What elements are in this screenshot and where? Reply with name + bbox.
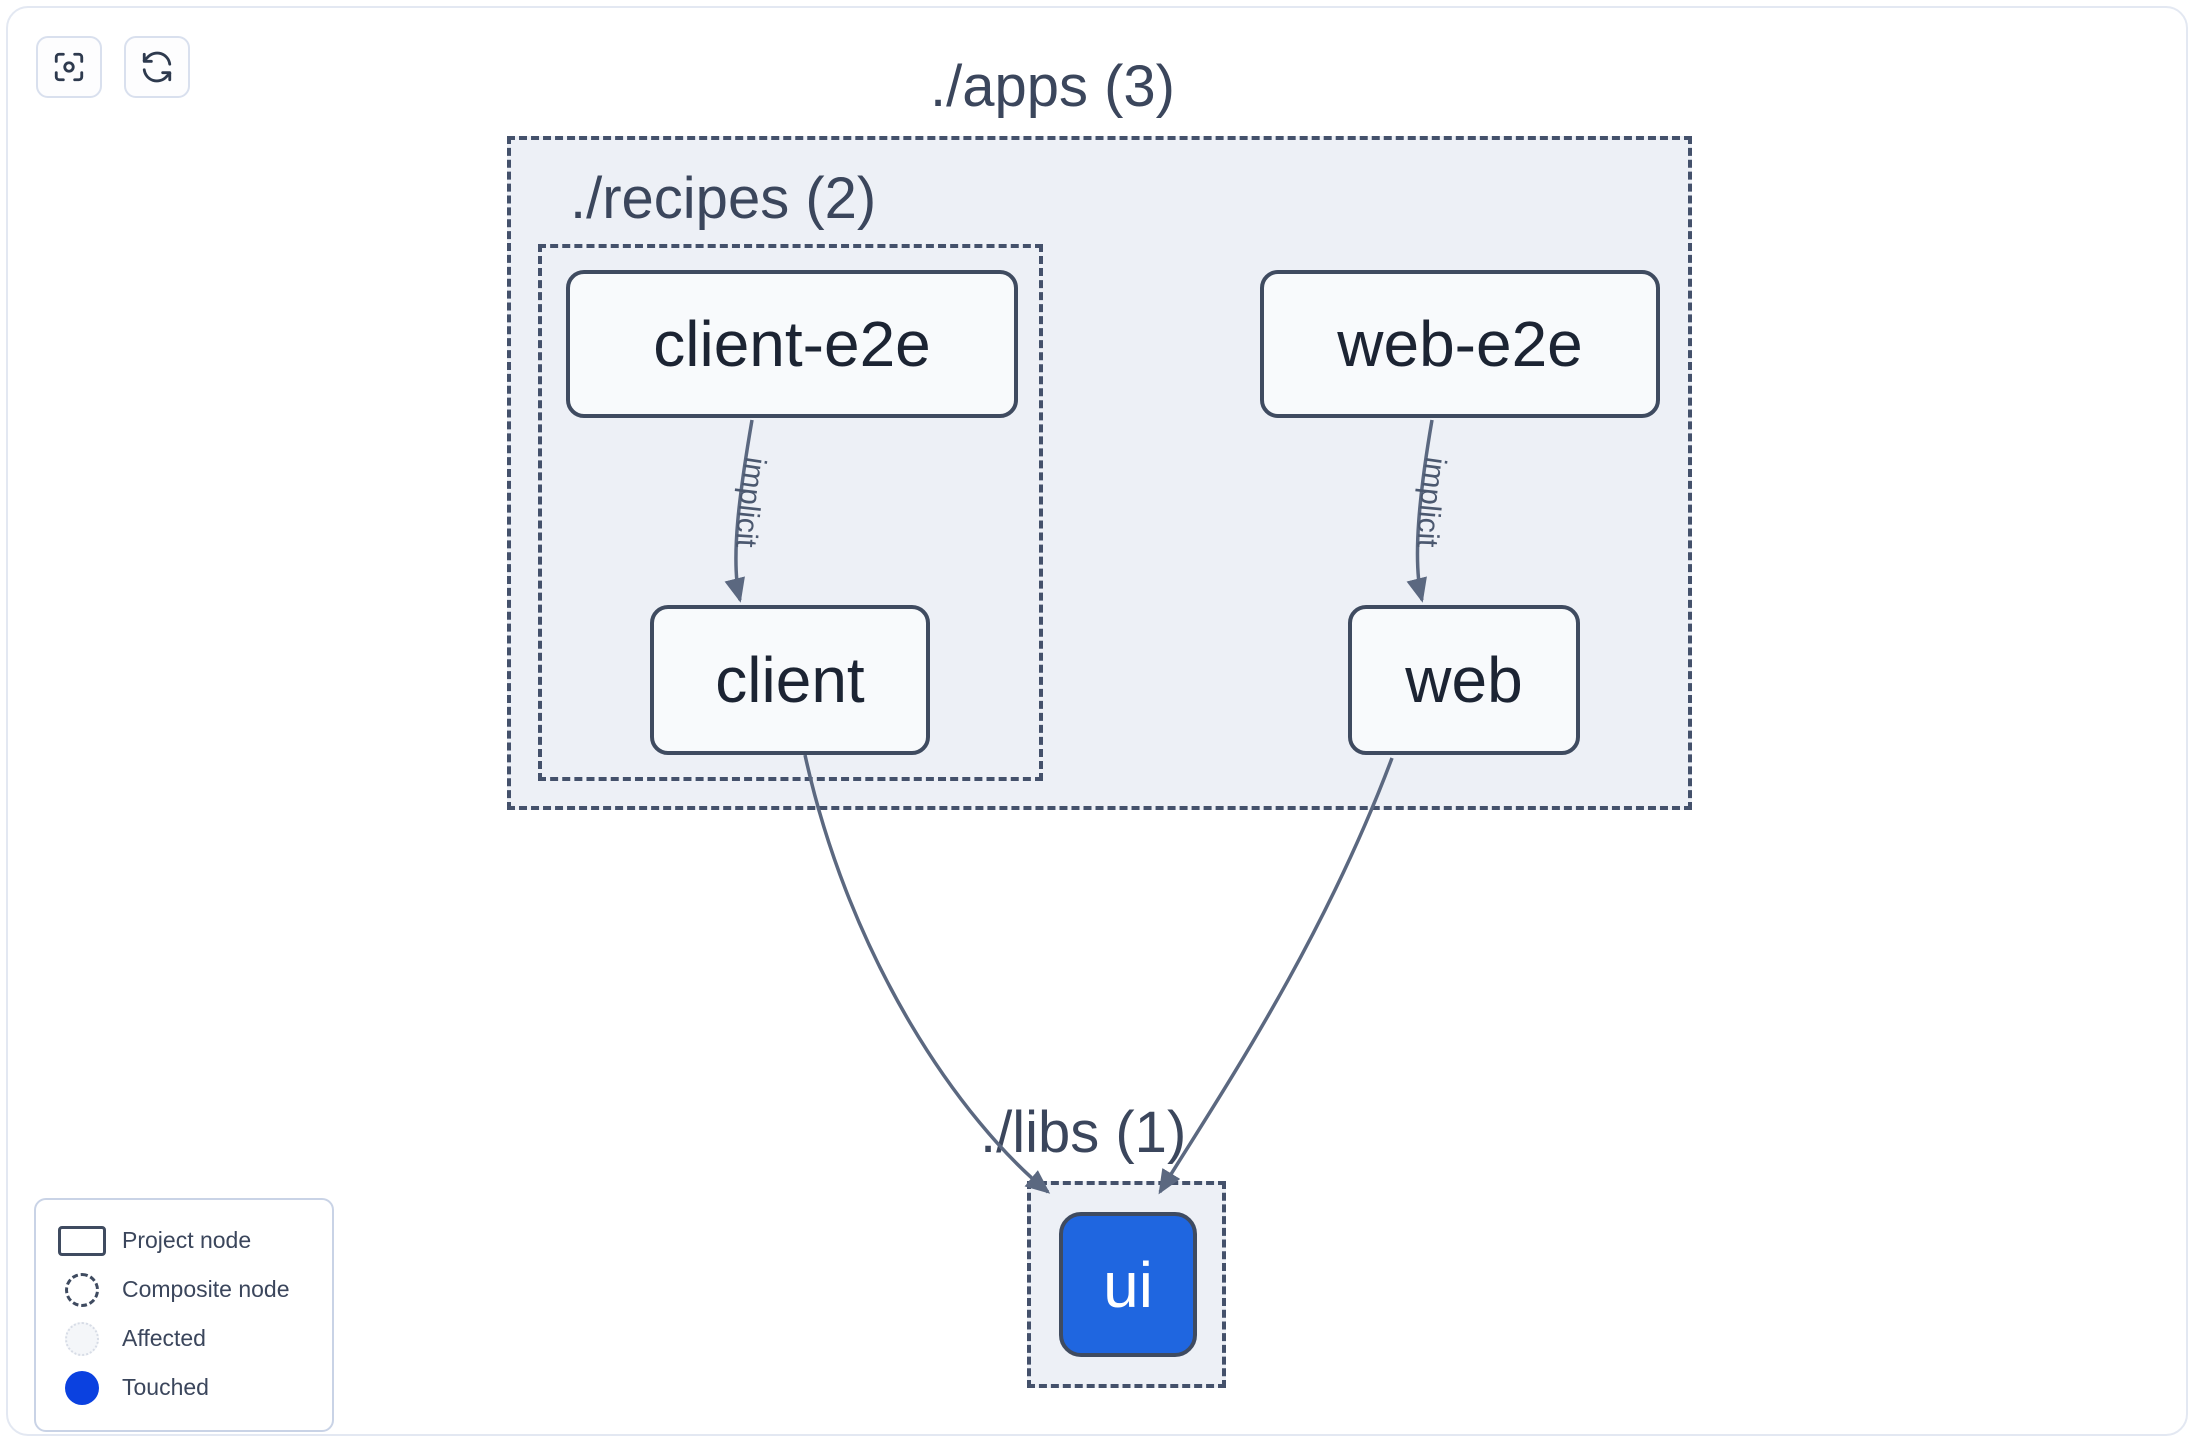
composite-label-recipes: ./recipes (2) <box>570 166 877 231</box>
legend-item-project-node: Project node <box>54 1216 314 1265</box>
project-node-label: client-e2e <box>653 308 931 380</box>
project-node-web-e2e[interactable]: web-e2e <box>1260 270 1660 418</box>
legend-item-label: Composite node <box>122 1276 290 1302</box>
project-node-client-e2e[interactable]: client-e2e <box>566 270 1018 418</box>
affected-swatch-icon <box>54 1321 110 1356</box>
project-node-ui[interactable]: ui <box>1059 1212 1197 1357</box>
legend-item-label: Affected <box>122 1325 206 1351</box>
project-node-swatch-icon <box>54 1225 110 1256</box>
project-node-label: web <box>1405 644 1523 716</box>
refresh-graph-button[interactable] <box>124 36 190 98</box>
touched-swatch-icon <box>54 1370 110 1405</box>
composite-label-apps: ./apps (3) <box>930 54 1175 119</box>
focus-graph-button[interactable] <box>36 36 102 98</box>
composite-label-libs: ./libs (1) <box>980 1100 1187 1165</box>
graph-toolbar <box>36 36 190 98</box>
legend-item-affected: Affected <box>54 1314 314 1363</box>
project-node-label: web-e2e <box>1337 308 1583 380</box>
focus-target-icon <box>52 50 86 84</box>
legend-item-label: Touched <box>122 1374 209 1400</box>
project-node-label: client <box>715 644 865 716</box>
project-node-label: ui <box>1103 1248 1153 1321</box>
composite-node-swatch-icon <box>54 1272 110 1307</box>
refresh-icon <box>140 50 174 84</box>
graph-legend: Project node Composite node Affected Tou… <box>34 1198 334 1432</box>
edge-web-ui <box>1158 757 1394 1195</box>
legend-item-composite-node: Composite node <box>54 1265 314 1314</box>
project-node-client[interactable]: client <box>650 605 930 755</box>
project-node-web[interactable]: web <box>1348 605 1580 755</box>
legend-item-label: Project node <box>122 1227 252 1253</box>
legend-item-touched: Touched <box>54 1363 314 1412</box>
